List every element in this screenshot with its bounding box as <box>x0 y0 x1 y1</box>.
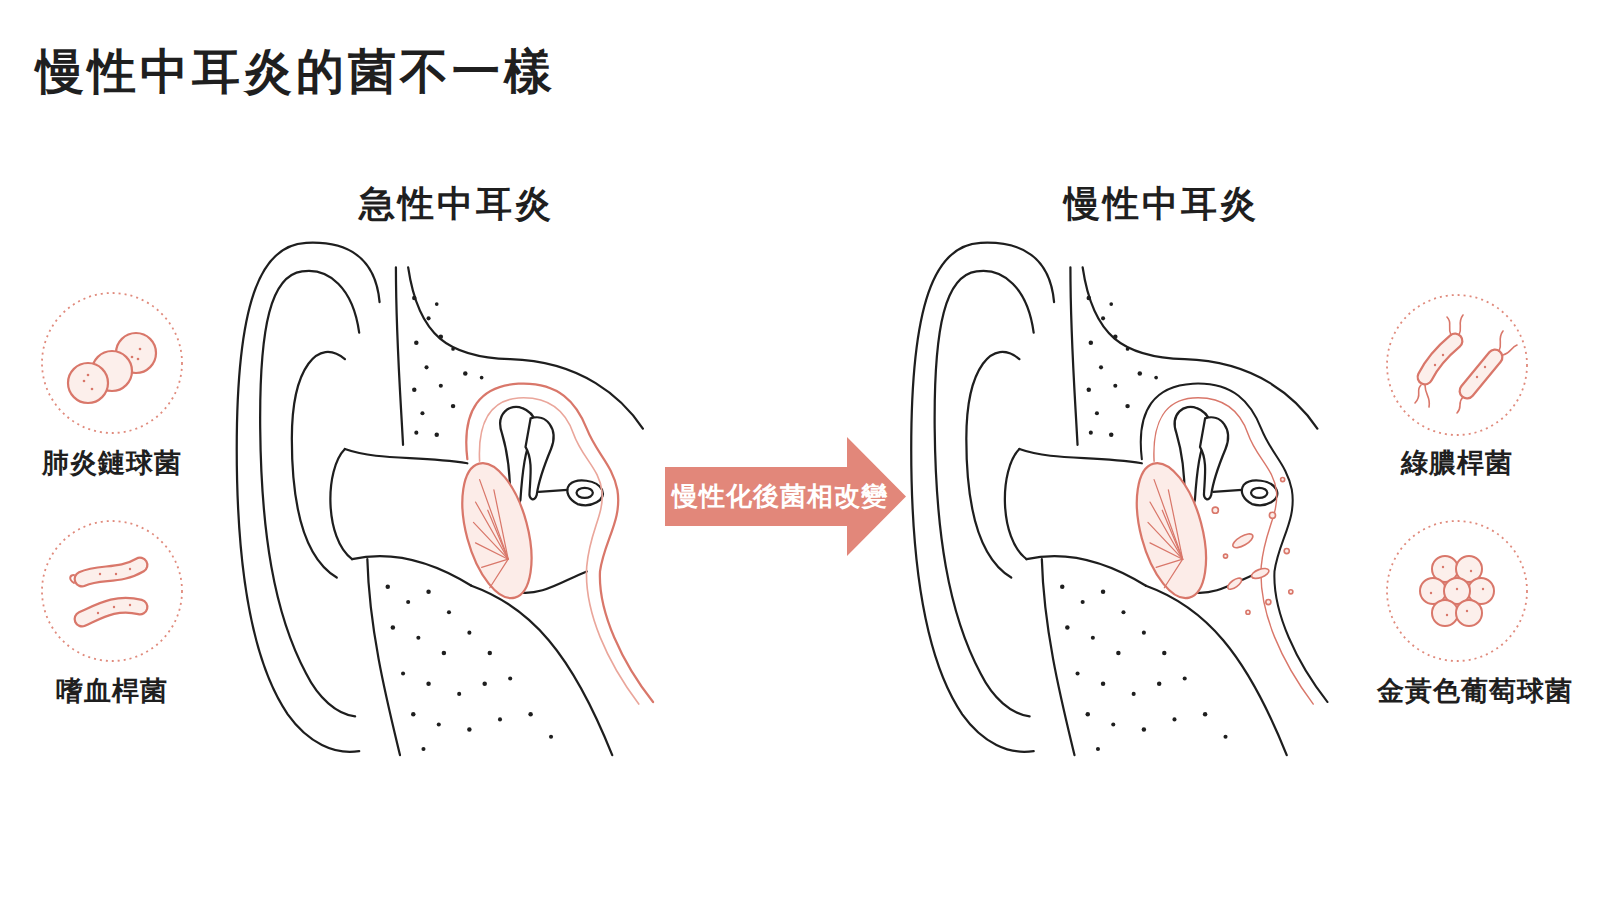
section-heading: 慢性中耳炎 <box>1064 180 1259 229</box>
circle-outline <box>40 291 184 435</box>
chronic-ear <box>911 243 1317 755</box>
bacteria-in-cavity <box>1212 478 1293 615</box>
dashed-circle <box>1387 295 1527 435</box>
bacteria-circle: 綠膿桿菌 <box>1377 293 1537 485</box>
bacteria-name: 肺炎鏈球菌 <box>32 445 192 481</box>
circle-outline <box>40 519 184 663</box>
bacteria-circle: 金黃色葡萄球菌 <box>1377 519 1537 713</box>
circle-outline <box>1385 519 1529 663</box>
bacteria-name: 綠膿桿菌 <box>1377 445 1537 481</box>
inflamed-cavity <box>466 384 653 705</box>
bacteria-icon <box>68 333 156 403</box>
middle-ear-cavity <box>1141 384 1328 705</box>
bacteria-name: 金黃色葡萄球菌 <box>1377 673 1537 709</box>
bacteria-icon <box>1415 315 1517 413</box>
bacteria-circle: 嗜血桿菌 <box>32 519 192 713</box>
bacteria-circle: 肺炎鏈球菌 <box>32 291 192 485</box>
dashed-circle <box>42 521 182 661</box>
dashed-circle <box>1387 521 1527 661</box>
section-heading: 急性中耳炎 <box>359 180 554 229</box>
arrow-body <box>665 437 906 556</box>
transition-arrow: 慢性化後菌相改變 <box>665 437 906 556</box>
circle-outline <box>1385 293 1529 437</box>
bacteria-icon <box>70 565 140 619</box>
bacteria-icon <box>1420 556 1494 626</box>
title: 慢性中耳炎的菌不一樣 <box>36 40 556 104</box>
acute-ear <box>237 243 643 755</box>
bacteria-name: 嗜血桿菌 <box>32 673 192 709</box>
dashed-circle <box>42 293 182 433</box>
arrow-label: 慢性化後菌相改變 <box>672 479 888 514</box>
